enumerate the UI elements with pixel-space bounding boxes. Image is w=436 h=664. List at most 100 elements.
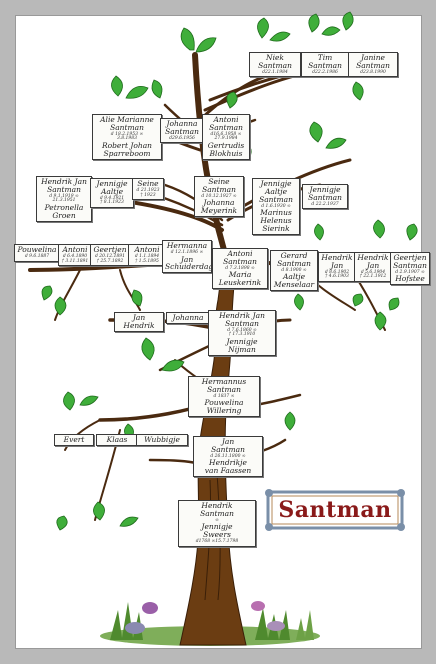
node-dates: d16.6.1958 ∞ 27.9.1984: [210, 131, 242, 142]
node-spouse: Hendrikje van Faassen: [204, 458, 252, 476]
node-dates: d22.1.1984: [262, 69, 288, 75]
node-dates: d 18.2.1953 ∞ 3.8.1983: [110, 131, 144, 142]
node-name: Evert: [63, 435, 85, 444]
node-dates: d 10.12.1927 ∞: [201, 193, 237, 199]
node-niek: Niek Santman d22.1.1984: [249, 52, 301, 78]
node-spouse: Jennigje Nijman: [226, 337, 258, 355]
node-dates: d 12.1.1896 ∞: [170, 249, 204, 255]
node-seine2: Seine Santman d 10.12.1927 ∞ Johanna Mey…: [194, 176, 244, 218]
node-pouwelina: Pouwelina d 9.6.1887: [14, 244, 60, 262]
plate-frame: [265, 489, 405, 531]
node-antoni4: Antoni Santman d 7.3.1898 ∞ Maria Leuske…: [212, 248, 268, 290]
node-dates: d23.8.1990: [360, 69, 386, 75]
node-name: Hendrik Santman: [200, 501, 234, 518]
node-antoni2: Antoni d 6.4.1890 † 3.11.1891: [58, 244, 92, 267]
node-dates: d 6.4.1890 † 3.11.1891: [61, 253, 89, 264]
node-name: Gerard Santman: [277, 251, 311, 268]
node-alie: Alie Marianne Santman d 18.2.1953 ∞ 3.8.…: [92, 114, 162, 160]
node-geertjen1: Geertjen d 20.12.1891 † 25.7.1892: [90, 244, 130, 267]
node-jennigje3: Jennigje Santman d 22.2.1937: [302, 184, 348, 210]
node-evert: Evert: [54, 434, 94, 446]
node-name: Jan Hendrik: [123, 313, 155, 330]
node-johanna2: Johanna: [166, 312, 210, 324]
node-antoni1: Antoni Santman d16.6.1958 ∞ 27.9.1984 Ge…: [202, 114, 250, 160]
node-name: Pouwelina: [17, 245, 57, 254]
node-seine: Seine d 21.1923 † 1923: [132, 178, 164, 201]
node-name: Niek Santman: [258, 53, 292, 70]
node-dates: d 20.12.1891 † 25.7.1892: [94, 253, 126, 264]
node-spouse: Hofstee: [395, 274, 425, 284]
node-dates: d 1.6.1930 ∞: [261, 203, 291, 209]
node-name: Geertjen Santman: [393, 253, 427, 270]
node-name: Hendrik Jan Santman: [41, 177, 87, 194]
node-name: Hendrik Jan Santman: [219, 311, 265, 328]
node-janhendrik: Jan Hendrik: [114, 312, 164, 332]
node-dates: d 7.3.1898 ∞: [225, 265, 255, 271]
node-dates: d29.6.1956: [169, 135, 195, 141]
node-spouse: Jan Schuiderdag: [165, 254, 212, 272]
node-dates: d 9.4.1921 † 8.1.1923: [99, 195, 125, 206]
node-jan: Jan Santman d 26.11.1800 ∞ Hendrikje van…: [193, 436, 263, 478]
node-dates: d 1.1.1894 † 1.5.1895: [134, 253, 160, 264]
node-dates: d 8.1900 ∞: [281, 267, 307, 273]
node-dates: ∞: [215, 517, 219, 523]
node-name: Jennigje Aaltje: [96, 179, 128, 196]
node-dates: d 9.1.1919 ∞ 21.3.1951: [49, 193, 79, 204]
node-janine: Janine Santman d23.8.1990: [348, 52, 398, 78]
node-name: Alie Marianne Santman: [100, 115, 154, 132]
node-antoni3: Antoni d 1.1.1894 † 1.5.1895: [128, 244, 166, 267]
node-spouse: Aaltje Menselaar: [273, 272, 315, 290]
node-jennigje2: Jennigje Aaltje Santman d 1.6.1930 ∞ Mar…: [252, 178, 300, 235]
node-dates: d22.2.1986: [312, 69, 338, 75]
node-johanna1: Johanna Santman d29.6.1956: [160, 118, 204, 144]
node-name: Johanna Santman: [165, 119, 199, 136]
node-name: Antoni: [134, 245, 160, 254]
node-hendrikjan1: Hendrik Jan d 8.6.1902 † 4.6.1903: [318, 252, 356, 283]
node-name: Hendrik Jan: [321, 253, 353, 270]
node-name: Hermanna: [166, 241, 208, 250]
node-dates: d 9.6.1887: [24, 253, 50, 259]
node-name: Antoni: [62, 245, 88, 254]
node-klaas: Klaas: [96, 434, 138, 446]
node-dates: d 7.6.1860 ∞ † 17.3.1910: [227, 327, 257, 338]
node-name: Seine Santman: [202, 177, 236, 194]
node-spouse: Maria Leuskerink: [218, 270, 262, 288]
node-name: Janine Santman: [356, 53, 390, 70]
node-spouse: Pouwelina Willering: [204, 398, 244, 416]
node-dates: d 22.2.1937: [311, 201, 339, 207]
node-hendrikjan2: Hendrik Jan d 5.6.1904 † 22.1.1912: [354, 252, 392, 283]
node-dates: d 8.6.1902 † 4.6.1903: [324, 269, 350, 280]
node-name: Jennigje Aaltje Santman: [259, 179, 293, 204]
node-spouse: Robert Johan Sparreboom: [101, 141, 153, 159]
node-tim: Tim Santman d22.2.1986: [301, 52, 349, 78]
node-name: Antoni Santman: [223, 249, 257, 266]
node-name: Hendrik Jan: [357, 253, 389, 270]
node-dates: d 21.1923 † 1923: [136, 187, 160, 198]
node-spouse: Petronella Groen: [44, 203, 84, 221]
node-spouse: Marinus Helenus Sierink: [260, 208, 292, 234]
node-hendrikjan3: Hendrik Jan Santman d 7.6.1860 ∞ † 17.3.…: [208, 310, 276, 356]
family-name-plate: Santman: [264, 488, 406, 532]
node-hermannus: Hermannus Santman d 1837 ∞ Pouwelina Wil…: [188, 376, 260, 418]
node-name: Geertjen: [93, 245, 127, 254]
node-name: Wubbigje: [144, 435, 180, 444]
node-name: Johanna: [172, 313, 204, 322]
node-dates: d 2.9.1907 ∞: [395, 269, 425, 275]
node-gerard: Gerard Santman d 8.1900 ∞ Aaltje Mensela…: [270, 250, 318, 292]
node-hermanna: Hermanna d 12.1.1896 ∞ Jan Schuiderdag: [162, 240, 212, 274]
node-dates: d 26.11.1800 ∞: [210, 453, 246, 459]
node-name: Seine: [137, 179, 159, 188]
node-dates: d 1837 ∞: [213, 393, 235, 399]
family-name-title: Santman: [278, 497, 392, 523]
node-spouse: Jennigje Sweers: [201, 522, 233, 540]
node-name: Jan Santman: [211, 437, 245, 454]
node-spouse: Gertrudis Blokhuis: [207, 141, 245, 159]
node-dates: d 5.6.1904 † 22.1.1912: [359, 269, 387, 280]
node-spouse: Johanna Meyerink: [200, 198, 238, 216]
node-wubbigje: Wubbigje: [136, 434, 188, 446]
leaves: [41, 11, 418, 531]
node-name: Tim Santman: [308, 53, 342, 70]
node-jennigje1: Jennigje Aaltje d 9.4.1921 † 8.1.1923: [90, 178, 134, 209]
node-hendrik-root: Hendrik Santman ∞ Jennigje Sweers d1768 …: [178, 500, 256, 547]
